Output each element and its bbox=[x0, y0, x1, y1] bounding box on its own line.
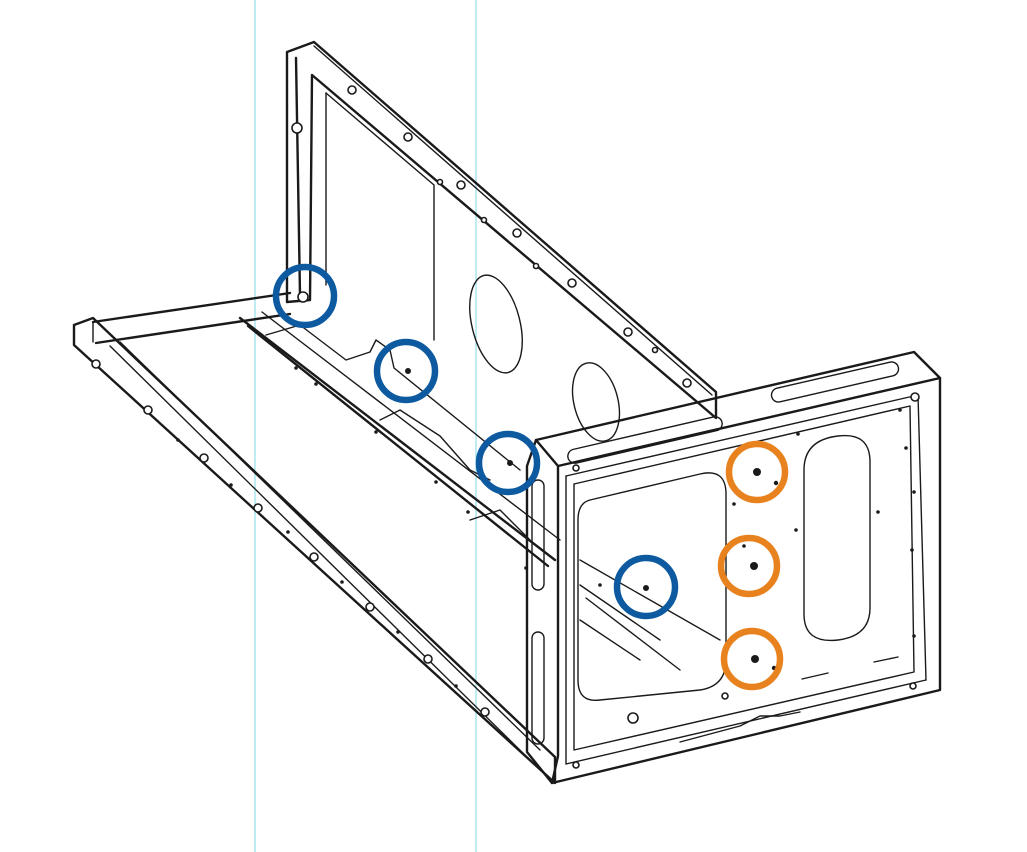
orange-markers bbox=[717, 440, 789, 691]
back-side-panel bbox=[285, 40, 718, 442]
orange-marker bbox=[717, 534, 781, 598]
blue-marker bbox=[613, 554, 679, 620]
fasteners bbox=[297, 291, 761, 663]
orange-marker bbox=[720, 627, 784, 691]
front-rail bbox=[72, 291, 557, 785]
blue-marker bbox=[272, 263, 338, 329]
front-end-frame bbox=[525, 350, 942, 785]
blue-markers bbox=[272, 263, 679, 620]
blue-marker bbox=[475, 430, 541, 496]
orange-marker bbox=[725, 440, 789, 504]
blue-marker bbox=[373, 338, 439, 404]
